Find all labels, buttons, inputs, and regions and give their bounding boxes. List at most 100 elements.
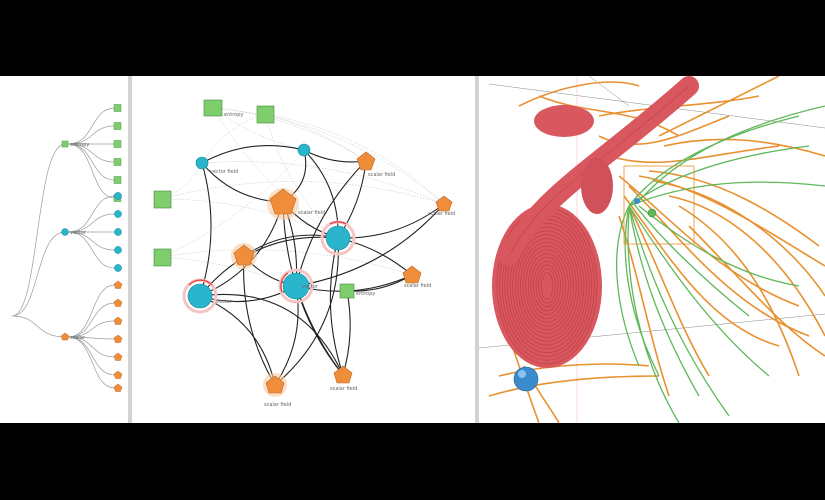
vector-circle-icon[interactable]	[325, 225, 351, 251]
graph-edge[interactable]	[199, 236, 339, 297]
graph-weak-edge	[264, 113, 367, 162]
entropy-square-icon[interactable]	[113, 104, 122, 112]
graph-edge[interactable]	[243, 255, 276, 386]
entropy-square-icon[interactable]	[113, 158, 122, 166]
graph-node-scalar-7[interactable]: scalar field	[263, 373, 291, 408]
graph-edge[interactable]	[274, 237, 339, 386]
entropy-square-icon[interactable]	[113, 122, 122, 130]
graph-edge[interactable]	[346, 274, 413, 292]
graph-node-entropy-2[interactable]	[256, 105, 275, 124]
red-streamline	[530, 257, 564, 315]
scalar-pentagon-icon[interactable]	[269, 188, 297, 215]
graph-node-scalar-2[interactable]: scalar field	[267, 188, 325, 220]
scalar-pentagon-icon[interactable]	[233, 244, 255, 266]
vector-circle-icon[interactable]	[114, 228, 122, 236]
scalar-pentagon-icon[interactable]	[60, 332, 70, 341]
streamline-canvas	[479, 76, 825, 423]
scalar-pentagon-icon[interactable]	[265, 375, 285, 394]
graph-node-scalar-3[interactable]: scalar field	[428, 195, 455, 217]
vector-circle-icon[interactable]	[61, 228, 69, 236]
graph-weak-edge	[161, 181, 445, 205]
graph-node-scalar-4[interactable]	[231, 243, 257, 269]
graph-node-scalar-1[interactable]: scalar field	[356, 151, 395, 178]
scalar-pentagon-icon[interactable]	[402, 265, 422, 284]
vector-circle-icon[interactable]	[114, 192, 122, 200]
graph-node-entropy-3[interactable]	[153, 190, 172, 209]
entropy-square-icon[interactable]	[153, 248, 172, 267]
vector-circle-icon[interactable]	[114, 246, 122, 254]
graph-edge[interactable]	[337, 203, 445, 239]
graph-node-scalar-6[interactable]: scalar field	[330, 365, 357, 392]
vector-circle-icon[interactable]	[195, 156, 209, 170]
graph-node-label: entropy	[356, 291, 375, 297]
orange-streamline	[628, 185, 810, 337]
graph-edge[interactable]	[199, 295, 276, 386]
panel-divider-right[interactable]	[475, 76, 479, 423]
dependency-graph-panel[interactable]: entropy entropy vector field	[132, 76, 475, 423]
graph-node-scalar-5[interactable]: scalar field	[402, 265, 431, 289]
hierarchy-tree-panel[interactable]: entropy vector scalar	[0, 76, 128, 423]
orange-streamline	[518, 81, 640, 107]
tree-group-vector[interactable]: vector	[61, 228, 87, 237]
scalar-pentagon-icon[interactable]	[113, 383, 123, 392]
scalar-pentagon-icon[interactable]	[113, 316, 123, 325]
top-letterbox	[0, 0, 825, 76]
orange-streamline	[628, 205, 710, 377]
panel-divider-left[interactable]	[128, 76, 132, 423]
scalar-pentagon-icon[interactable]	[113, 280, 123, 289]
entropy-square-icon[interactable]	[153, 190, 172, 209]
vector-circle-icon[interactable]	[114, 264, 122, 272]
graph-node-entropy-4[interactable]	[153, 248, 172, 267]
entropy-square-icon[interactable]	[61, 140, 69, 148]
orange-streamline	[618, 215, 670, 397]
scalar-pentagon-icon[interactable]	[113, 298, 123, 307]
seed-point[interactable]	[647, 208, 657, 218]
scalar-pentagon-icon[interactable]	[333, 365, 353, 384]
graph-edge[interactable]	[199, 162, 212, 297]
orange-streamline	[678, 205, 800, 377]
entropy-square-icon[interactable]	[113, 176, 122, 184]
entropy-square-icon[interactable]	[256, 105, 275, 124]
scalar-pentagon-icon[interactable]	[113, 334, 123, 343]
scalar-pentagon-icon[interactable]	[356, 151, 376, 171]
entropy-square-icon[interactable]	[203, 99, 223, 117]
graph-node-vector-4[interactable]: vector	[278, 268, 319, 304]
graph-node-label: scalar field	[428, 211, 455, 217]
orange-streamline	[688, 225, 825, 357]
scalar-pentagon-icon[interactable]	[435, 195, 453, 212]
entropy-square-icon[interactable]	[339, 283, 355, 299]
tree-link	[67, 336, 116, 376]
probe-sphere-icon[interactable]	[513, 366, 539, 392]
graph-node-vector-5[interactable]: vector	[182, 278, 233, 314]
vector-circle-icon[interactable]	[114, 210, 122, 218]
green-streamline	[638, 105, 825, 202]
entropy-square-icon[interactable]	[113, 140, 122, 148]
graph-weak-edge	[212, 107, 367, 162]
scalar-pentagon-icon[interactable]	[113, 352, 123, 361]
selection-ring	[329, 221, 347, 225]
tree-link	[11, 143, 66, 317]
tree-link	[67, 302, 116, 338]
tree-link	[67, 143, 116, 199]
vector-circle-icon[interactable]	[282, 272, 310, 300]
graph-edge[interactable]	[342, 290, 351, 376]
probe-selection-box[interactable]	[623, 165, 695, 245]
seed-point[interactable]	[634, 198, 640, 204]
graph-edge[interactable]	[199, 293, 344, 376]
streamline-3d-view[interactable]	[479, 76, 825, 423]
graph-node-vector-2[interactable]	[297, 143, 311, 157]
tree-group-entropy[interactable]: entropy	[61, 140, 89, 148]
vector-circle-icon[interactable]	[297, 143, 311, 157]
graph-node-vector-1[interactable]: vector field	[195, 156, 238, 175]
graph-edge[interactable]	[295, 203, 445, 287]
graph-node-vector-3[interactable]	[320, 220, 356, 256]
vector-circle-icon[interactable]	[187, 283, 213, 309]
red-streamline	[509, 226, 585, 346]
scalar-pentagon-icon[interactable]	[113, 370, 123, 379]
graph-node-entropy-1[interactable]: entropy	[203, 99, 243, 118]
graph-edge[interactable]	[201, 144, 305, 164]
tree-link	[67, 320, 116, 338]
tree-group-scalar[interactable]: scalar	[60, 332, 86, 341]
graph-node-entropy-5[interactable]: entropy	[339, 283, 375, 299]
graph-node-label: vector	[302, 284, 319, 290]
